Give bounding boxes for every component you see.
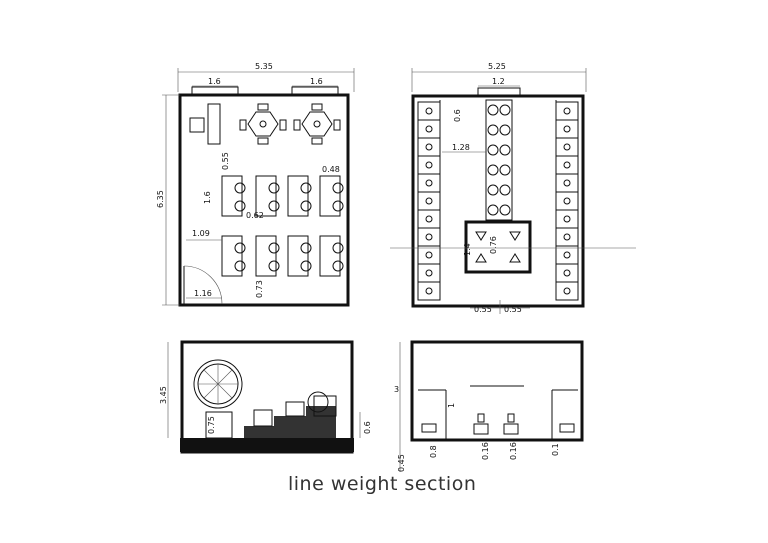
dim-section-right-height: 3 xyxy=(394,385,399,394)
stalls-right xyxy=(555,101,579,301)
dim-plan-left-height: 6.35 xyxy=(156,190,165,208)
dim-plan-left-width: 5.35 xyxy=(255,62,273,71)
dim-island-height: 1.4 xyxy=(463,243,472,256)
spiral-stair-elevation xyxy=(193,359,243,409)
dim-desk-height: 1.6 xyxy=(203,191,212,204)
dim-plan-right-width: 5.25 xyxy=(488,62,506,71)
dim-desk-width: 0.48 xyxy=(322,165,340,174)
door-swing xyxy=(183,265,223,305)
dim-section-right-base: 0.45 xyxy=(397,454,406,472)
central-basins xyxy=(487,104,511,216)
dim-desk-gap-2: 0.73 xyxy=(255,280,264,298)
dim-section-right-d: 0.1 xyxy=(551,443,560,456)
dim-section-right-e: 1 xyxy=(447,403,456,408)
plan-restroom: 5.25 1.2 xyxy=(390,62,636,314)
dim-window-left: 1.6 xyxy=(208,77,221,86)
dim-section-left-small: 0.75 xyxy=(207,416,216,434)
plan-classroom: 5.35 1.6 1.6 6.35 0.55 xyxy=(156,62,355,307)
dim-bottom-left: 0.55 xyxy=(474,305,492,314)
desk-row-2 xyxy=(221,235,344,277)
dim-bottom-right: 0.55 xyxy=(504,305,522,314)
dim-window-right: 1.6 xyxy=(310,77,323,86)
dim-door-side: 1.09 xyxy=(192,229,210,238)
dim-shelf: 0.55 xyxy=(221,152,230,170)
dim-desk-gap: 0.62 xyxy=(246,211,264,220)
drawing-caption: line weight section xyxy=(288,473,476,495)
desk-row-1 xyxy=(221,175,344,217)
round-table-1 xyxy=(239,103,287,145)
dim-section-left-right: 0.6 xyxy=(363,421,372,434)
section-restroom: 3 0.45 0.8 0.16 0.16 0.1 1 xyxy=(394,340,584,472)
section-classroom: 3.45 0.75 0.6 xyxy=(159,340,372,454)
dim-door: 1.16 xyxy=(194,289,212,298)
dim-top-basin: 0.6 xyxy=(453,109,462,122)
dim-corridor: 1.28 xyxy=(452,143,470,152)
dim-section-left-height: 3.45 xyxy=(159,386,168,404)
stalls-left xyxy=(417,101,441,301)
dim-island-width: 0.76 xyxy=(489,236,498,254)
island-basins xyxy=(475,231,521,263)
dim-section-right-b: 0.16 xyxy=(481,442,490,460)
dim-window-top: 1.2 xyxy=(492,77,505,86)
dim-section-right-a: 0.8 xyxy=(429,445,438,458)
round-table-2 xyxy=(293,103,341,145)
dim-section-right-c: 0.16 xyxy=(509,442,518,460)
